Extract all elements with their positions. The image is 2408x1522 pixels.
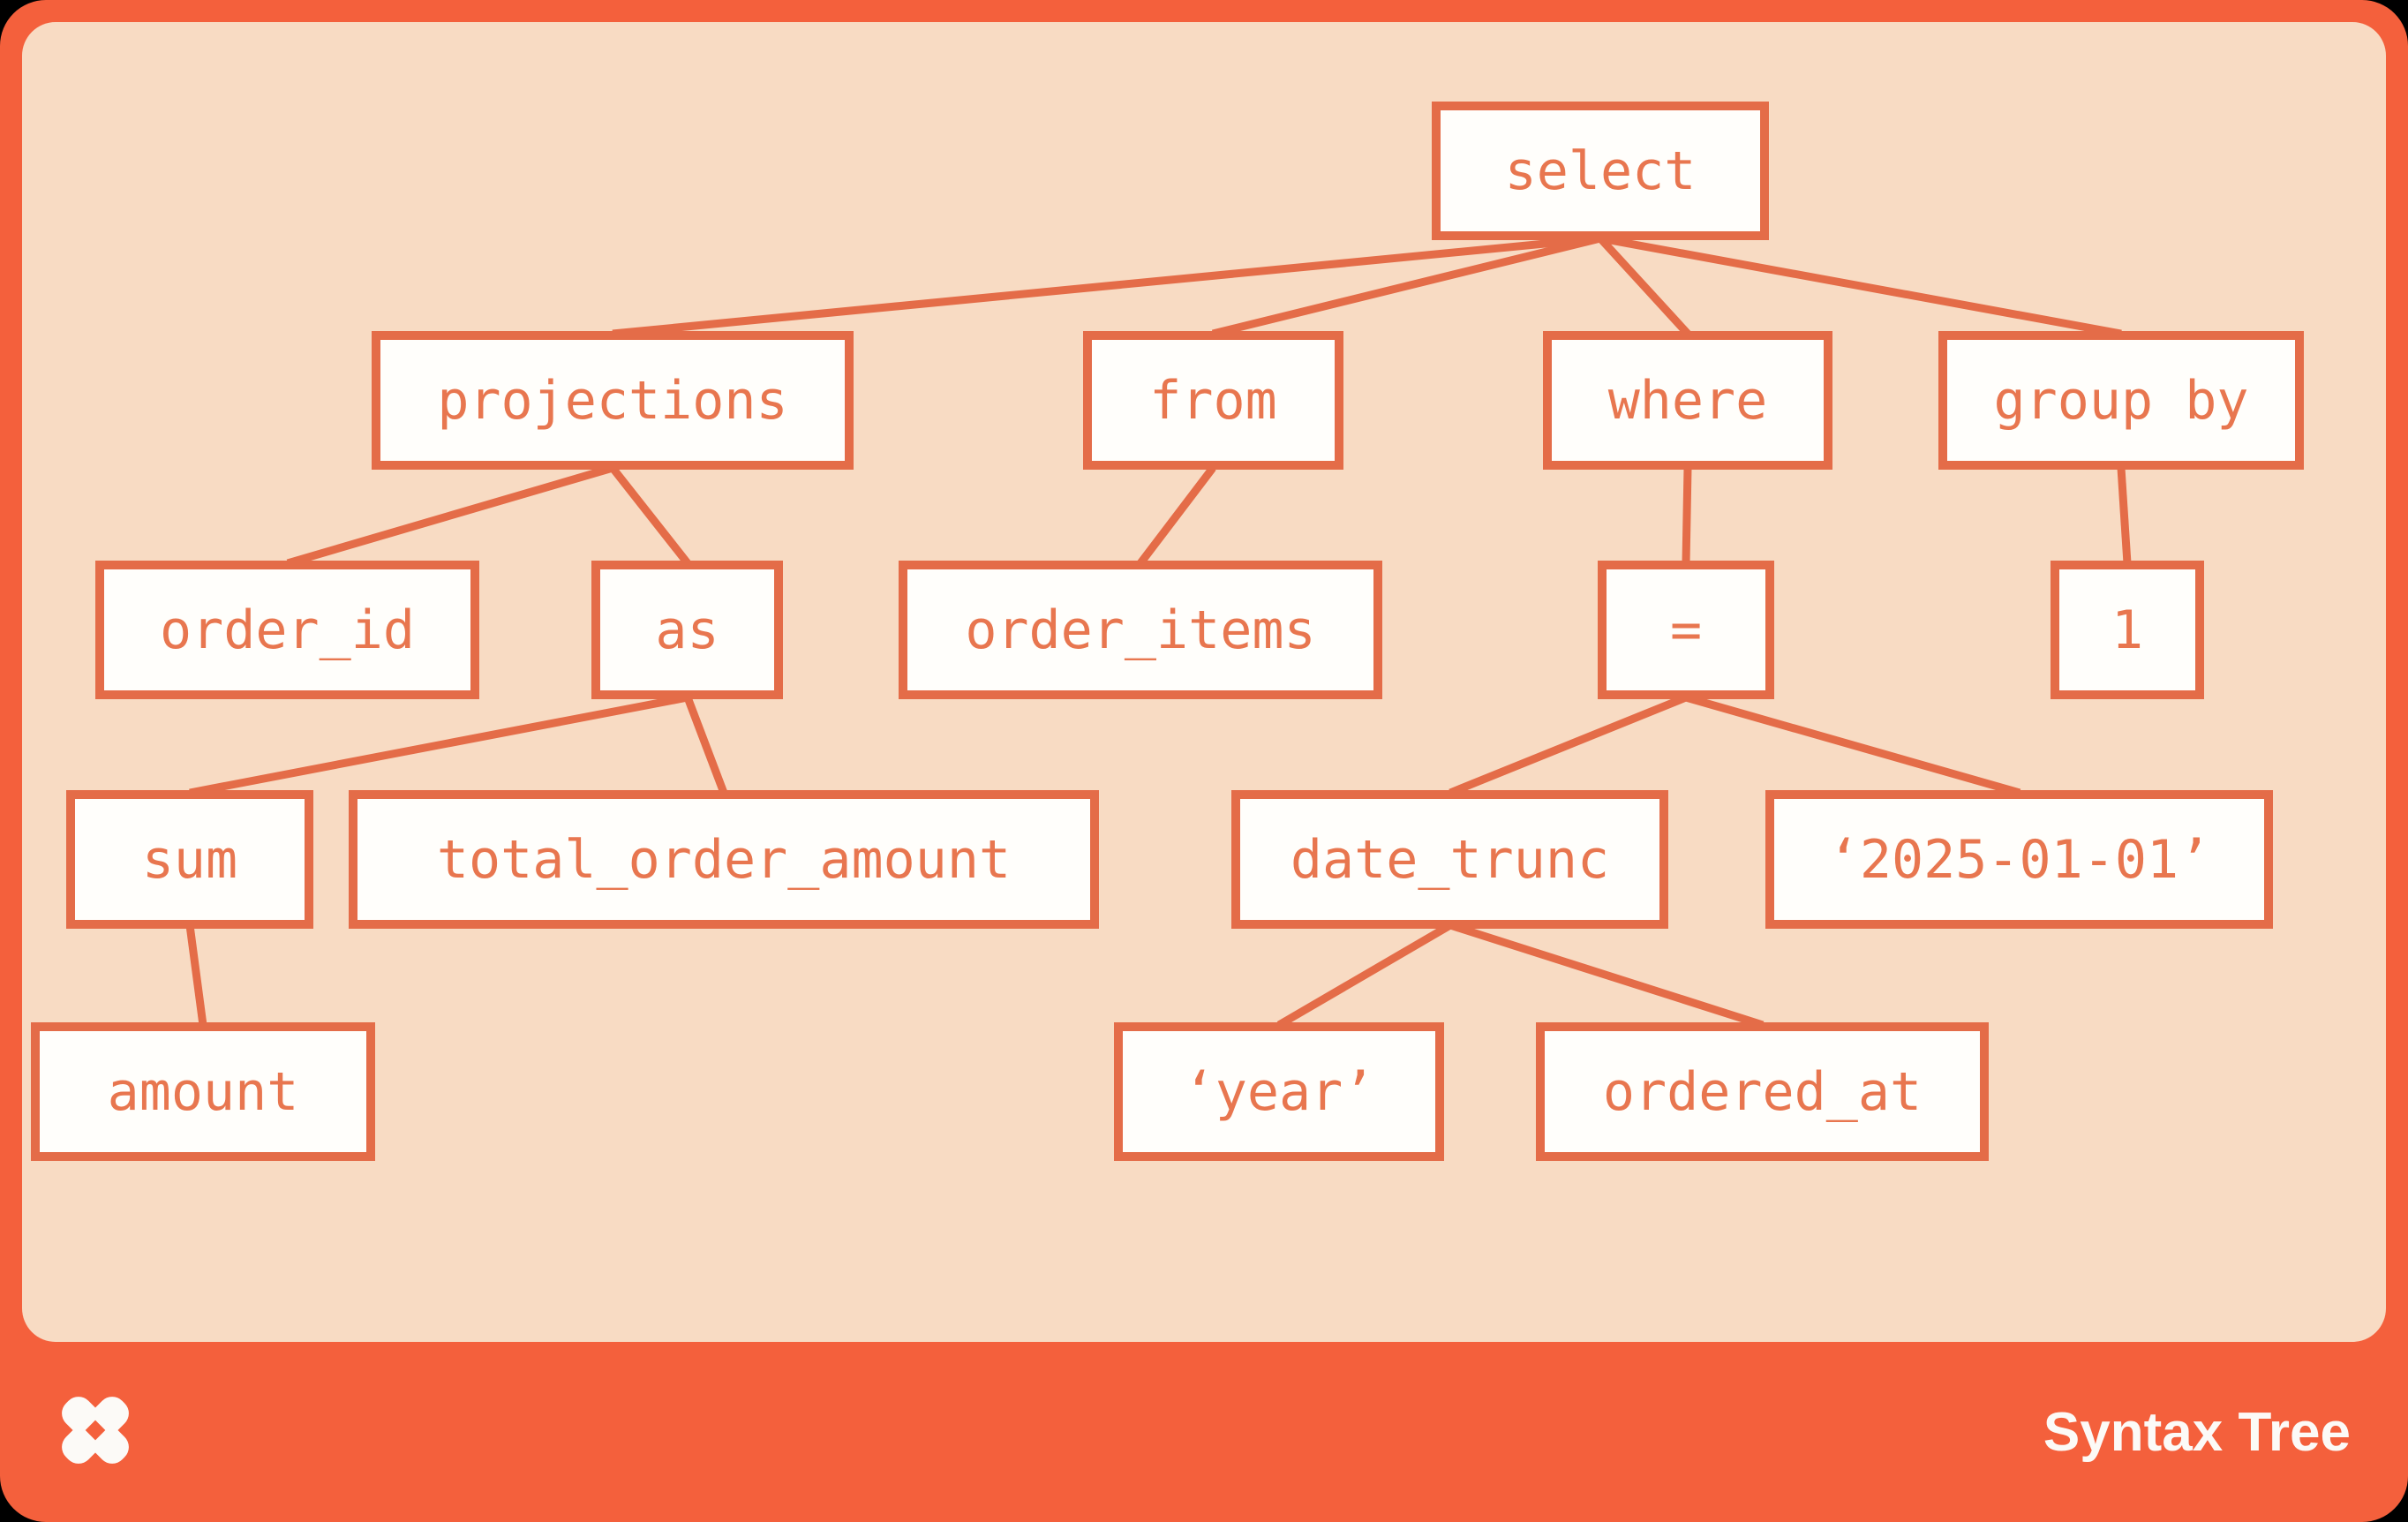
tree-node-group-by: group by bbox=[1938, 331, 2304, 470]
tree-node-equals: = bbox=[1598, 561, 1774, 699]
tree-node-total-order-amount: total_order_amount bbox=[349, 790, 1099, 929]
footer-bar: Syntax Tree bbox=[0, 1342, 2408, 1522]
tree-node-select: select bbox=[1432, 102, 1769, 240]
tree-node-as: as bbox=[591, 561, 783, 699]
tree-node-from: from bbox=[1083, 331, 1343, 470]
tree-node-where: where bbox=[1543, 331, 1832, 470]
tree-node-year-literal: ‘year’ bbox=[1114, 1022, 1444, 1161]
footer-title: Syntax Tree bbox=[2043, 1401, 2351, 1463]
tree-node-order-items: order_items bbox=[899, 561, 1382, 699]
tree-node-amount: amount bbox=[31, 1022, 375, 1161]
tree-node-date-literal: ‘2025-01-01’ bbox=[1765, 790, 2273, 929]
tree-node-sum: sum bbox=[66, 790, 313, 929]
tree-node-one: 1 bbox=[2051, 561, 2204, 699]
tree-node-projections: projections bbox=[372, 331, 854, 470]
pinwheel-x-logo-icon bbox=[62, 1397, 129, 1464]
tree-node-order-id: order_id bbox=[95, 561, 479, 699]
tree-node-date-trunc: date_trunc bbox=[1231, 790, 1668, 929]
tree-node-ordered-at: ordered_at bbox=[1536, 1022, 1989, 1161]
